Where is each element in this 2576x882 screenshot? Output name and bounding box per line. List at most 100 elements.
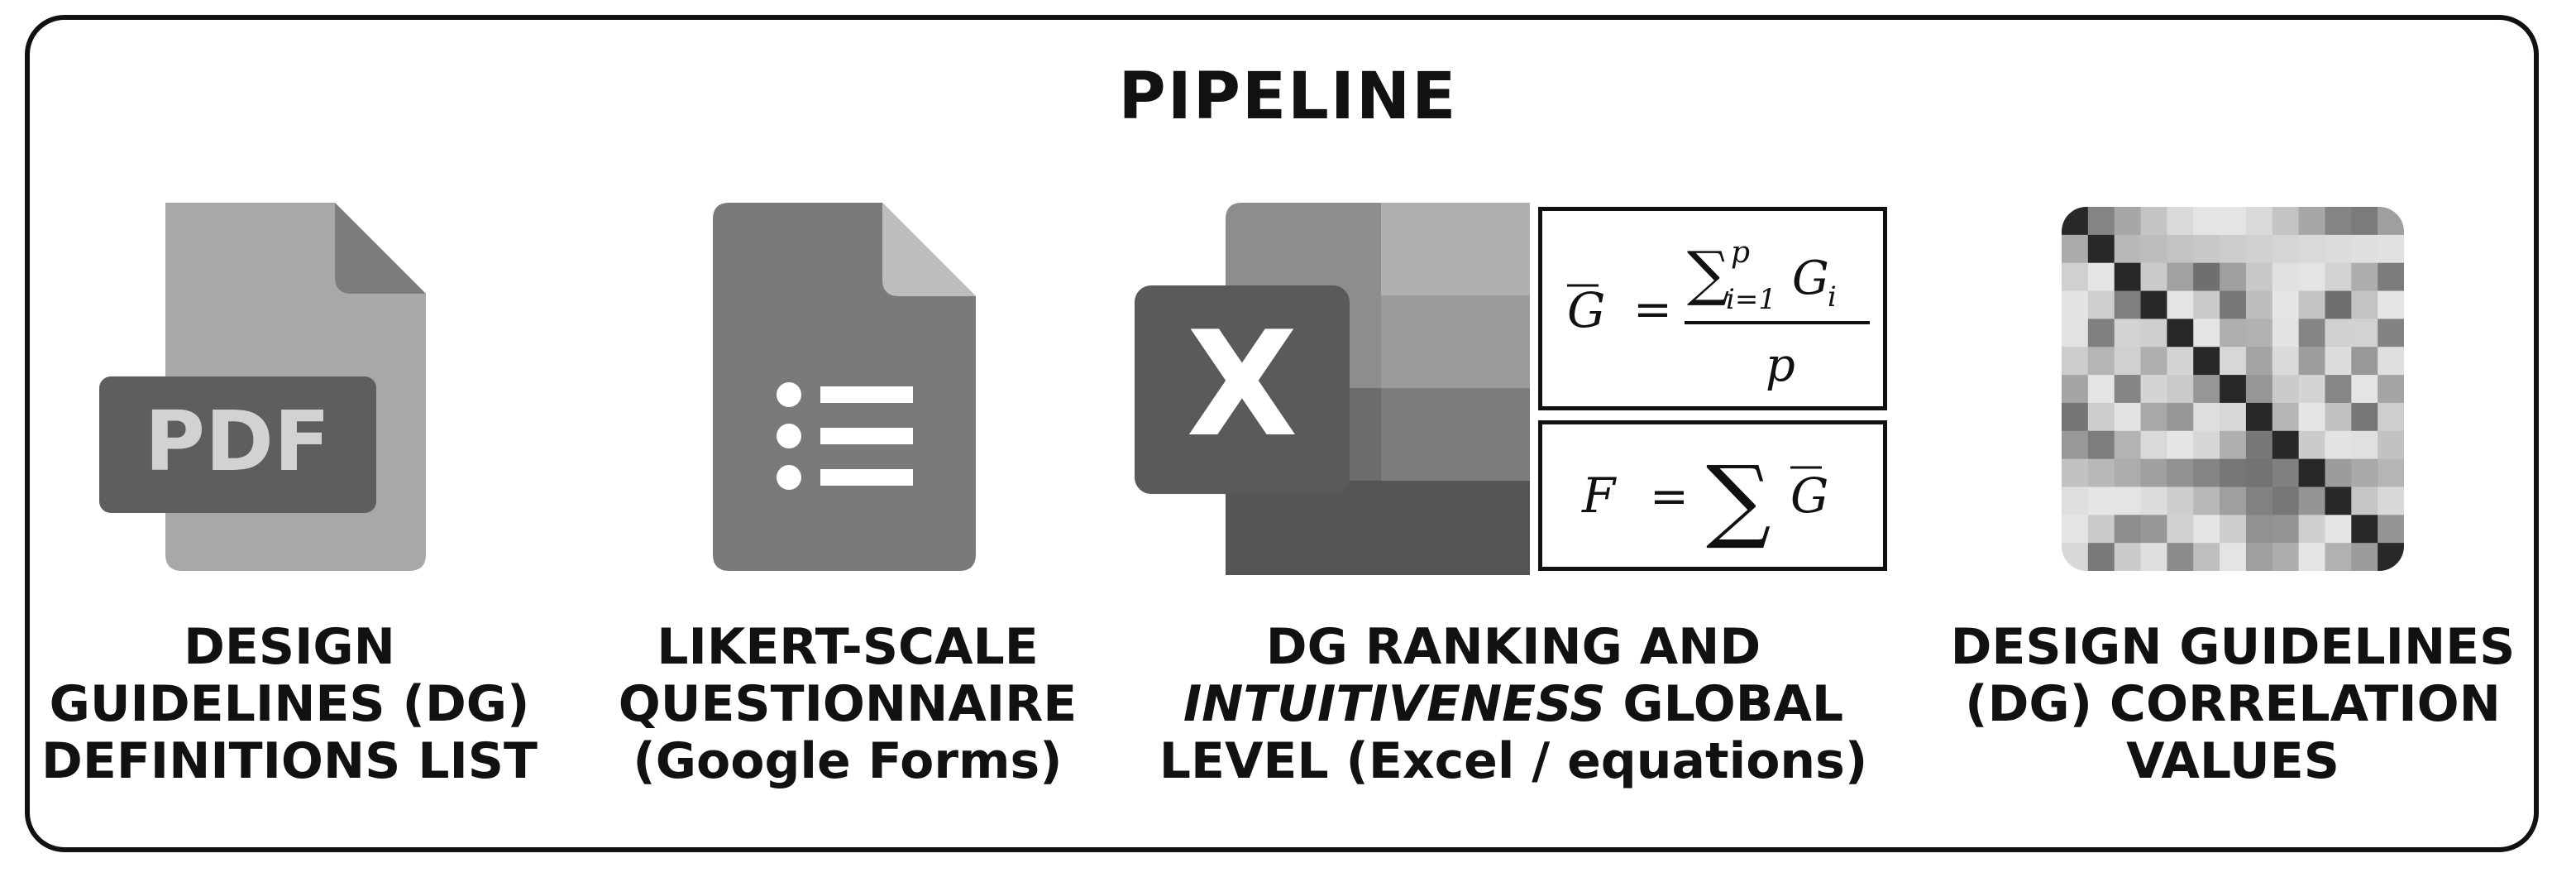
mean-sum-sup: p (1731, 236, 1750, 270)
matrix-cell (2351, 207, 2378, 236)
matrix-cell (2325, 430, 2352, 460)
matrix-cell (2114, 430, 2142, 460)
matrix-cell (2272, 430, 2300, 460)
matrix-cell (2298, 375, 2325, 404)
matrix-cell (2220, 319, 2247, 348)
matrix-cell (2062, 430, 2089, 460)
matrix-cell (2245, 515, 2273, 544)
matrix-cell (2193, 487, 2220, 515)
matrix-cell (2245, 262, 2273, 292)
mean-equation-box: G = ∑ p i=1 G i p (1538, 207, 1887, 410)
matrix-cell (2325, 347, 2352, 376)
excel-x-label: X (1187, 301, 1298, 469)
pipeline-frame (25, 15, 2539, 852)
matrix-cell (2325, 515, 2352, 544)
matrix-cell (2272, 487, 2300, 515)
matrix-cell (2062, 290, 2089, 319)
svg-text:=: = (1633, 283, 1672, 337)
matrix-cell (2167, 234, 2194, 264)
matrix-cell (2378, 234, 2404, 264)
mean-sum-sub: i=1 (1726, 283, 1776, 316)
matrix-cell (2087, 347, 2115, 376)
global-rhs: G (1790, 467, 1828, 524)
matrix-cell (2298, 234, 2325, 264)
matrix-cell (2325, 487, 2352, 515)
matrix-cell (2220, 487, 2247, 515)
matrix-cell (2272, 458, 2300, 487)
matrix-cell (2378, 515, 2404, 544)
matrix-cell (2087, 375, 2115, 404)
matrix-cell (2245, 375, 2273, 404)
matrix-cell (2245, 319, 2273, 348)
matrix-cell (2167, 207, 2194, 236)
matrix-cell (2245, 487, 2273, 515)
matrix-cell (2325, 375, 2352, 404)
matrix-cell (2378, 458, 2404, 487)
matrix-cell (2351, 290, 2378, 319)
matrix-cell (2193, 375, 2220, 404)
matrix-cell (2325, 262, 2352, 292)
matrix-cell (2167, 347, 2194, 376)
matrix-cell (2193, 515, 2220, 544)
matrix-cell (2351, 319, 2378, 348)
matrix-cell (2062, 262, 2089, 292)
matrix-cell (2062, 458, 2089, 487)
matrix-cell (2140, 207, 2167, 236)
matrix-cell (2220, 430, 2247, 460)
matrix-cell (2245, 430, 2273, 460)
matrix-cell (2378, 347, 2404, 376)
mean-lhs: G (1567, 282, 1605, 338)
matrix-cell (2272, 515, 2300, 544)
matrix-cell (2114, 347, 2142, 376)
matrix-cell (2272, 375, 2300, 404)
matrix-cell (2220, 515, 2247, 544)
matrix-cell (2272, 290, 2300, 319)
matrix-cell (2140, 430, 2167, 460)
matrix-cell (2114, 262, 2142, 292)
matrix-cell (2245, 234, 2273, 264)
matrix-cell (2087, 319, 2115, 348)
matrix-cell (2193, 543, 2220, 571)
matrix-cell (2325, 319, 2352, 348)
matrix-cell (2193, 319, 2220, 348)
matrix-cell (2193, 402, 2220, 432)
matrix-cell (2140, 515, 2167, 544)
matrix-cell (2351, 515, 2378, 544)
matrix-cell (2272, 207, 2300, 236)
matrix-cell (2298, 262, 2325, 292)
matrix-cell (2220, 347, 2247, 376)
matrix-cell (2325, 207, 2352, 236)
matrix-cell (2193, 262, 2220, 292)
matrix-cell (2087, 458, 2115, 487)
matrix-cell (2245, 402, 2273, 432)
matrix-cell (2325, 543, 2352, 571)
matrix-cell (2298, 319, 2325, 348)
matrix-cell (2062, 487, 2089, 515)
matrix-cell (2272, 262, 2300, 292)
matrix-cell (2114, 515, 2142, 544)
matrix-cell (2325, 234, 2352, 264)
matrix-cell (2193, 347, 2220, 376)
matrix-cell (2298, 347, 2325, 376)
mean-denominator: p (1766, 338, 1795, 392)
matrix-cell (2062, 347, 2089, 376)
mean-sum-term-sub: i (1828, 280, 1837, 314)
matrix-cell (2378, 402, 2404, 432)
matrix-cell (2272, 402, 2300, 432)
matrix-cell (2087, 487, 2115, 515)
matrix-cell (2325, 290, 2352, 319)
matrix-cell (2220, 402, 2247, 432)
matrix-cell (2167, 430, 2194, 460)
global-lhs: F (1581, 467, 1617, 524)
matrix-cell (2087, 515, 2115, 544)
matrix-cell (2087, 402, 2115, 432)
matrix-cell (2087, 543, 2115, 571)
matrix-cell (2062, 515, 2089, 544)
svg-text:=: = (1650, 470, 1689, 524)
matrix-cell (2114, 487, 2142, 515)
matrix-cell (2140, 234, 2167, 264)
matrix-cell (2140, 487, 2167, 515)
matrix-cell (2298, 290, 2325, 319)
matrix-cell (2298, 515, 2325, 544)
matrix-cell (2062, 543, 2089, 571)
